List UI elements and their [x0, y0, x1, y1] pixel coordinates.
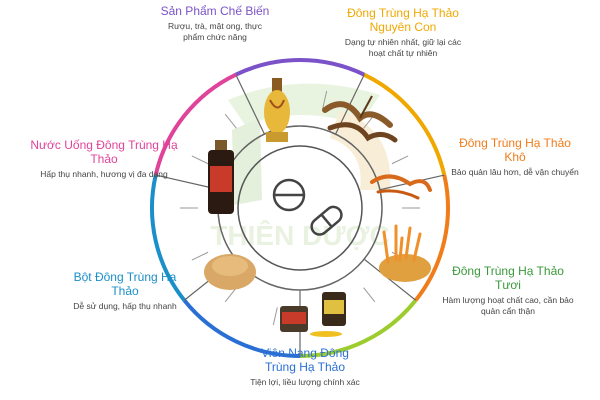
processed-products-bottle-image [264, 78, 290, 142]
segment-label-capsules: Viên Nang Đông Trùng Hạ Thảo Tiện lợi, l… [250, 346, 360, 388]
segment-label-powder: Bột Đông Trùng Hạ Thảo Dễ sử dụng, hấp t… [70, 270, 180, 312]
segment-title: Sản Phẩm Chế Biến [160, 4, 270, 18]
segment-description: Tiện lợi, liều lượng chính xác [250, 377, 360, 387]
segment-description: Bảo quản lâu hơn, dễ vận chuyển [451, 167, 579, 177]
segment-label-whole-cordyceps: Đông Trùng Hạ Thảo Nguyên Con Dạng tự nh… [340, 6, 466, 59]
fresh-cordyceps-image [379, 224, 431, 282]
segment-title: Đông Trùng Hạ Thảo Nguyên Con [347, 6, 459, 34]
ring-tick [272, 307, 278, 326]
ring-tick [191, 251, 209, 261]
ring-segment-arc [414, 174, 450, 302]
ring-tick [191, 155, 209, 165]
segment-description: Hấp thụ nhanh, hương vị đa dạng [40, 169, 168, 179]
segment-description: Dạng tự nhiên nhất, giữ lại các hoạt chấ… [344, 37, 462, 58]
drink-bottle-image [208, 140, 234, 214]
segment-label-drinks: Nước Uống Đông Trùng Hạ Thảo Hấp thụ nha… [30, 138, 178, 180]
ring-tick [391, 155, 409, 165]
ring-tick [322, 90, 328, 109]
ring-segment-arc [153, 72, 237, 176]
ring-divider [363, 258, 417, 301]
segment-label-fresh-cordyceps: Đông Trùng Hạ Thảo Tươi Hàm lượng hoạt c… [440, 264, 576, 317]
watermark-text: THIÊN DƯỢC [210, 220, 389, 251]
capsule-pills-icon [272, 178, 343, 236]
segment-label-dried-cordyceps: Đông Trùng Hạ Thảo Khô Bảo quản lâu hơn,… [450, 136, 580, 178]
segment-title: Viên Nang Đông Trùng Hạ Thảo [261, 346, 349, 374]
ring-segment-arc [182, 299, 301, 358]
capsule-jars-image [280, 292, 346, 337]
center-hub [237, 145, 363, 271]
segment-title: Đông Trùng Hạ Thảo Khô [459, 136, 571, 164]
ring-tick [224, 287, 237, 303]
segment-label-processed-products: Sản Phẩm Chế Biến Rượu, trà, mật ong, th… [160, 4, 270, 43]
watermark-logo: THIÊN DƯỢC [210, 83, 391, 251]
ring-tick [224, 113, 237, 129]
ring-divider [235, 74, 265, 135]
cordyceps-powder-image [204, 254, 256, 290]
whole-cordyceps-image [322, 95, 398, 143]
segment-description: Dễ sử dụng, hấp thụ nhanh [73, 301, 177, 311]
ring-segment-arc [150, 174, 186, 302]
ring-segment-arc [234, 58, 366, 77]
segment-title: Đông Trùng Hạ Thảo Tươi [452, 264, 564, 292]
segment-description: Hàm lượng hoạt chất cao, cần bảo quản cẩ… [442, 295, 574, 316]
ring-segment-arc [299, 299, 418, 358]
ring-segment-arc [363, 72, 447, 176]
segment-description: Rượu, trà, mật ong, thực phẩm chức năng [168, 21, 262, 42]
segment-title: Nước Uống Đông Trùng Hạ Thảo [30, 138, 178, 166]
segment-title: Bột Đông Trùng Hạ Thảo [73, 270, 177, 298]
ring-tick [363, 287, 376, 303]
dried-cordyceps-image [370, 174, 432, 200]
